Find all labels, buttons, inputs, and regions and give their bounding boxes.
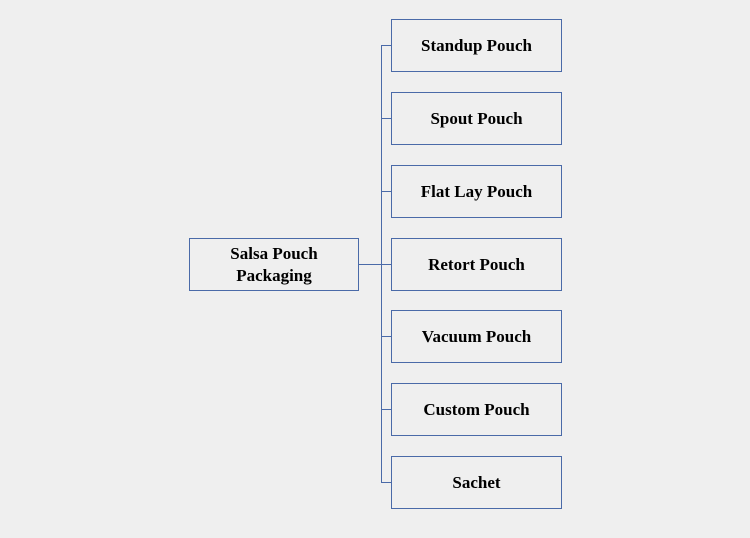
root-connector xyxy=(359,264,381,265)
trunk-line xyxy=(381,45,382,482)
node-label: Retort Pouch xyxy=(428,254,525,274)
branch-connector-sachet xyxy=(381,482,391,483)
branch-connector-vacuum-pouch xyxy=(381,336,391,337)
node-spout-pouch: Spout Pouch xyxy=(391,92,562,145)
node-label: Flat Lay Pouch xyxy=(420,181,533,201)
branch-connector-retort-pouch xyxy=(381,264,391,265)
root-node: Salsa Pouch Packaging xyxy=(189,238,359,291)
node-label: Vacuum Pouch xyxy=(421,326,532,346)
node-standup-pouch: Standup Pouch xyxy=(391,19,562,72)
branch-connector-flat-lay-pouch xyxy=(381,191,391,192)
root-label-line2: Packaging xyxy=(236,265,312,285)
node-sachet: Sachet xyxy=(391,456,562,509)
branch-connector-standup-pouch xyxy=(381,45,391,46)
root-label: Salsa Pouch Packaging xyxy=(230,243,317,286)
node-label: Custom Pouch xyxy=(423,399,530,419)
branch-connector-spout-pouch xyxy=(381,118,391,119)
node-custom-pouch: Custom Pouch xyxy=(391,383,562,436)
node-label: Spout Pouch xyxy=(430,108,523,128)
node-flat-lay-pouch: Flat Lay Pouch xyxy=(391,165,562,218)
branch-connector-custom-pouch xyxy=(381,409,391,410)
node-retort-pouch: Retort Pouch xyxy=(391,238,562,291)
node-label: Standup Pouch xyxy=(420,35,533,55)
node-vacuum-pouch: Vacuum Pouch xyxy=(391,310,562,363)
root-label-line1: Salsa Pouch xyxy=(230,244,318,264)
node-label: Sachet xyxy=(452,472,501,492)
